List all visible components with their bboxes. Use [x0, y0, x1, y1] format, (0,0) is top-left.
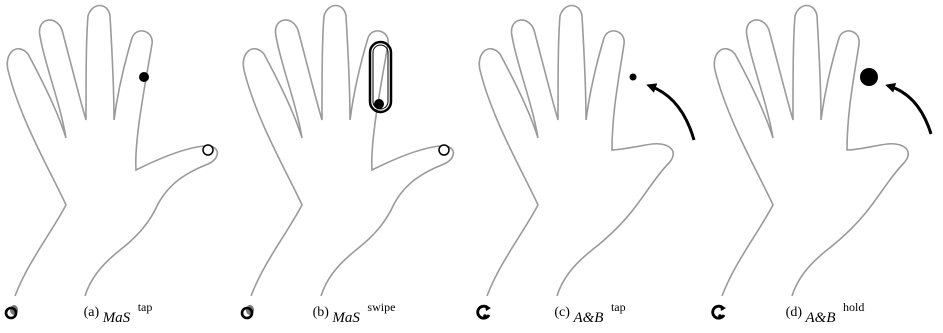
hand-diagram-c	[472, 0, 708, 300]
thumb-motion-arrow	[650, 86, 694, 140]
ring-marker-icon	[4, 304, 20, 320]
caption-action: swipe	[367, 300, 395, 314]
swipe-end-point	[374, 99, 384, 109]
hand-diagram-d	[707, 0, 943, 300]
ring-marker-icon	[240, 304, 256, 320]
caption-action: hold	[843, 300, 864, 314]
panel-a: (a) MaS tap	[0, 0, 236, 333]
caption-letter: (d)	[786, 305, 802, 320]
index-finger-touch-point	[630, 74, 637, 81]
caption-c: (c) A&B tap	[472, 304, 708, 321]
caption-letter: (c)	[554, 305, 570, 320]
hand-outline	[479, 6, 673, 297]
caption-symbol: MaS	[332, 310, 360, 326]
hand-diagram-a	[0, 0, 236, 300]
caption-symbol: A&B	[805, 310, 835, 326]
index-finger-hold-point	[860, 68, 878, 86]
caption-action: tap	[138, 300, 153, 314]
panel-d: (d) A&B hold	[707, 0, 943, 333]
hand-outline	[243, 6, 453, 297]
panel-b: (b) MaS swipe	[236, 0, 472, 333]
panel-c: (c) A&B tap	[472, 0, 708, 333]
caption-symbol: MaS	[103, 310, 131, 326]
caption-symbol: A&B	[573, 310, 603, 326]
caption-letter: (a)	[84, 305, 100, 320]
thumb-touch-point	[203, 145, 213, 155]
caption-letter: (b)	[313, 305, 329, 320]
thumb-touch-point	[439, 145, 449, 155]
index-finger-touch-point	[139, 72, 149, 82]
thumb-motion-arrow	[889, 86, 931, 134]
caption-a: (a) MaS tap	[0, 304, 236, 321]
hand-diagram-b	[236, 0, 472, 300]
hand-outline	[714, 6, 908, 297]
caption-action: tap	[611, 300, 626, 314]
rotate-arrow-icon	[476, 304, 492, 320]
rotate-arrow-icon	[711, 304, 727, 320]
caption-b: (b) MaS swipe	[236, 304, 472, 321]
hand-outline	[7, 6, 217, 297]
caption-d: (d) A&B hold	[707, 304, 943, 321]
